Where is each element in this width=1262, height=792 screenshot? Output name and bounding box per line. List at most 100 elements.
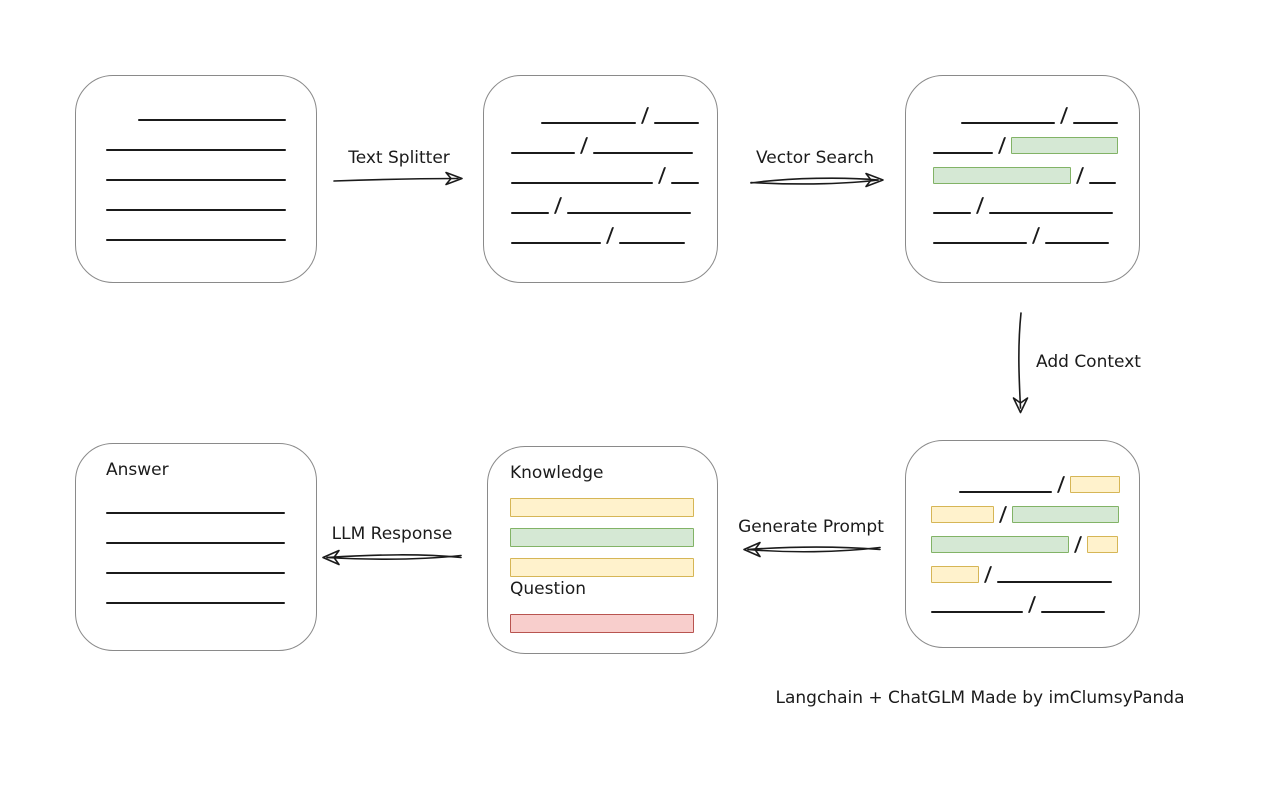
segment-row (106, 121, 316, 151)
yellow-highlight (510, 558, 694, 577)
text-line (106, 149, 286, 151)
yellow-highlight (931, 566, 979, 583)
segment-row (106, 211, 316, 241)
vector-search-arrow (750, 172, 884, 188)
knowledge-bars (510, 487, 717, 577)
vector-search-result-box (905, 75, 1140, 283)
text-line (511, 182, 653, 184)
segment-row (933, 94, 1139, 124)
split-chunks-lines (511, 94, 717, 244)
slash-separator (983, 566, 993, 583)
text-line (671, 182, 700, 184)
green-highlight (931, 536, 1069, 553)
segment-row (933, 124, 1139, 154)
segment-row (510, 603, 717, 633)
context-chunks-lines (931, 463, 1139, 613)
segment-row (511, 184, 717, 214)
retrieved-chunks-lines (933, 94, 1139, 244)
indent (933, 123, 961, 124)
slash-separator (640, 107, 650, 124)
segment-row (933, 154, 1139, 184)
prompt-box: Knowledge Question (487, 446, 718, 654)
slash-separator (1075, 167, 1085, 184)
question-label: Question (510, 579, 587, 599)
llm-response-arrow (322, 549, 462, 566)
text-line (567, 212, 692, 214)
text-line (989, 212, 1114, 214)
text-line (511, 212, 549, 214)
red-highlight (510, 614, 694, 633)
slash-separator (998, 506, 1008, 523)
text-splitter-label: Text Splitter (348, 148, 450, 168)
text-line (933, 242, 1027, 244)
yellow-highlight (510, 498, 694, 517)
slash-separator (579, 137, 589, 154)
segment-row (106, 514, 316, 544)
slash-separator (975, 197, 985, 214)
green-highlight (510, 528, 694, 547)
yellow-highlight (1070, 476, 1121, 493)
segment-row (106, 151, 316, 181)
document-lines (106, 91, 316, 241)
knowledge-label: Knowledge (510, 463, 604, 483)
segment-row (106, 484, 316, 514)
green-highlight (1012, 506, 1120, 523)
indent (931, 492, 959, 493)
text-line (511, 242, 601, 244)
slash-separator (1031, 227, 1041, 244)
text-line (933, 152, 993, 154)
slash-separator (1073, 536, 1083, 553)
split-chunks-box (483, 75, 718, 283)
segment-row (511, 214, 717, 244)
text-line (511, 152, 575, 154)
text-line (959, 491, 1052, 493)
slash-separator (1059, 107, 1069, 124)
segment-row (931, 493, 1139, 523)
text-line (1089, 182, 1117, 184)
segment-row (106, 91, 316, 121)
question-bars (510, 603, 717, 633)
text-line (933, 212, 971, 214)
text-line (593, 152, 694, 154)
answer-box: Answer (75, 443, 317, 651)
text-line (931, 611, 1023, 613)
answer-label: Answer (106, 460, 169, 480)
slash-separator (1056, 476, 1066, 493)
green-highlight (933, 167, 1071, 184)
text-line (961, 122, 1055, 124)
segment-row (510, 517, 717, 547)
text-line (106, 512, 285, 514)
text-line (1073, 122, 1119, 124)
text-line (106, 572, 285, 574)
generate-prompt-label: Generate Prompt (738, 517, 884, 537)
diagram-caption: Langchain + ChatGLM Made by imClumsyPand… (775, 688, 1185, 708)
text-line (997, 581, 1113, 583)
yellow-highlight (931, 506, 994, 523)
llm-response-label: LLM Response (331, 524, 453, 544)
text-line (1045, 242, 1110, 244)
green-highlight (1011, 137, 1119, 154)
context-box (905, 440, 1140, 648)
answer-lines (106, 484, 316, 604)
slash-separator (553, 197, 563, 214)
text-line (106, 542, 285, 544)
slash-separator (997, 137, 1007, 154)
add-context-label: Add Context (1036, 352, 1141, 372)
slash-separator (605, 227, 615, 244)
text-line (138, 119, 286, 121)
indent (106, 120, 138, 121)
segment-row (931, 553, 1139, 583)
document-box (75, 75, 317, 283)
segment-row (510, 547, 717, 577)
text-line (619, 242, 686, 244)
text-line (106, 602, 285, 604)
segment-row (931, 583, 1139, 613)
segment-row (511, 94, 717, 124)
slash-separator (1027, 596, 1037, 613)
text-line (1041, 611, 1106, 613)
generate-prompt-arrow (743, 541, 881, 558)
segment-row (510, 487, 717, 517)
text-line (541, 122, 636, 124)
text-line (106, 239, 286, 241)
